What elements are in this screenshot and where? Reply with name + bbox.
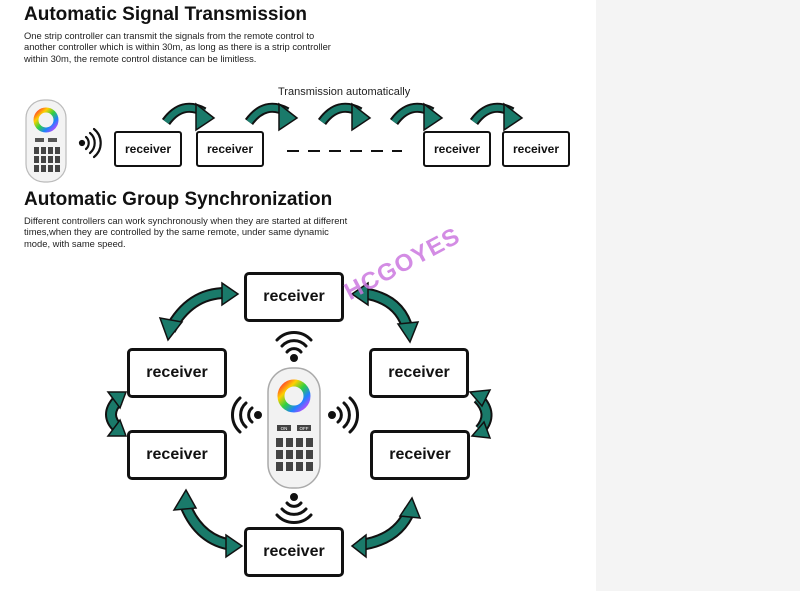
dashed-line xyxy=(287,150,402,152)
bidirectional-arrow-icon xyxy=(350,281,420,344)
section2-description-line: times,when they are controlled by the sa… xyxy=(24,226,329,238)
section2-description: Different controllers can work synchrono… xyxy=(24,215,347,249)
wifi-signal-icon xyxy=(275,493,313,525)
receiver-box: receiver xyxy=(370,430,470,480)
wifi-signal-icon xyxy=(78,127,102,159)
receiver-box: receiver xyxy=(244,272,344,322)
receiver-box: receiver xyxy=(127,348,227,398)
bidirectional-arrow-icon xyxy=(468,389,493,439)
receiver-box: receiver xyxy=(196,131,264,167)
section1-description-line: One strip controller can transmit the si… xyxy=(24,30,315,41)
section1-description-line: another controller which is within 30m, … xyxy=(24,41,331,53)
wifi-signal-icon xyxy=(230,396,262,434)
section2-description-line: mode, with same speed. xyxy=(24,237,126,249)
receiver-box: receiver xyxy=(423,131,491,167)
section1-description-line: within 30m, the remote control distance … xyxy=(24,52,257,64)
bidirectional-arrow-icon xyxy=(158,281,240,342)
bidirectional-arrow-icon xyxy=(105,391,128,437)
remote-off-label: OFF xyxy=(300,426,309,431)
receiver-box: receiver xyxy=(369,348,469,398)
bidirectional-arrow-icon xyxy=(172,488,244,559)
receiver-box: receiver xyxy=(127,430,227,480)
receiver-box: receiver xyxy=(114,131,182,167)
receiver-box: receiver xyxy=(244,527,344,577)
bidirectional-arrow-icon xyxy=(350,496,422,559)
watermark: HCGOYES xyxy=(340,222,465,306)
wifi-signal-icon xyxy=(275,330,313,362)
transmission-label: Transmission automatically xyxy=(278,86,411,98)
section1-title: Automatic Signal Transmission xyxy=(24,4,307,25)
remote-control-icon: ON OFF xyxy=(267,367,321,489)
section2-description-line: Different controllers can work synchrono… xyxy=(24,215,348,226)
wifi-signal-icon xyxy=(328,396,360,434)
small-remote-icon xyxy=(25,99,67,183)
receiver-box: receiver xyxy=(502,131,570,167)
section1-description: One strip controller can transmit the si… xyxy=(24,30,331,64)
section2-title: Automatic Group Synchronization xyxy=(24,189,333,210)
figure-canvas: Automatic Signal Transmission One strip … xyxy=(0,0,596,591)
blank-side-panel xyxy=(596,0,800,591)
remote-on-label: ON xyxy=(281,426,288,431)
